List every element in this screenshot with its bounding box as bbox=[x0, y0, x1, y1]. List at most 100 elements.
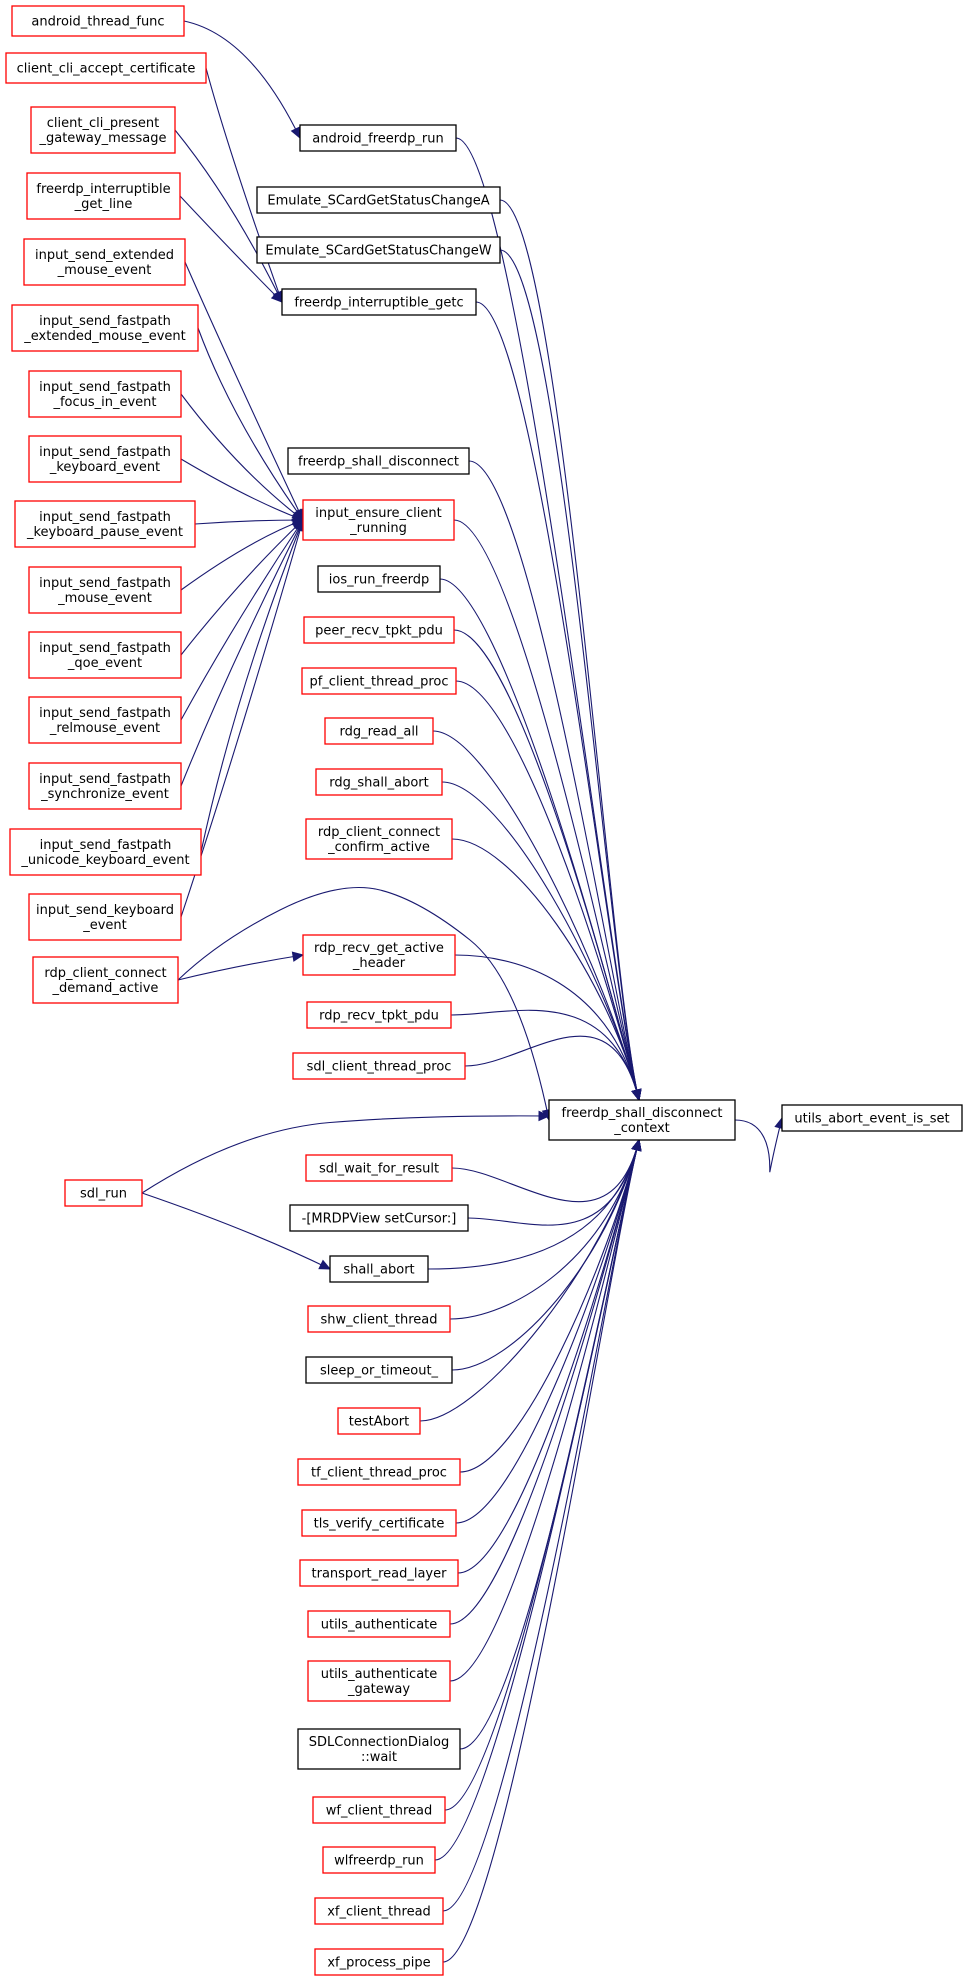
node-sdlconnectiondialog-wait[interactable]: SDLConnectionDialog::wait bbox=[297, 1728, 461, 1770]
node-box bbox=[305, 1154, 453, 1182]
node-label-line: _keyboard_pause_event bbox=[26, 525, 183, 540]
node-label-line: Emulate_SCardGetStatusChangeA bbox=[267, 194, 489, 209]
edges-layer bbox=[141, 20, 785, 1963]
node-label-line: tls_verify_certificate bbox=[314, 1517, 445, 1532]
node-emulate-scardgetstatuschangea[interactable]: Emulate_SCardGetStatusChangeA bbox=[256, 186, 501, 214]
node-utils-abort-event-is-set[interactable]: utils_abort_event_is_set bbox=[781, 1104, 963, 1132]
edge-arrowhead bbox=[290, 126, 301, 140]
node-input-send-fastpath-qoe-event[interactable]: input_send_fastpath_qoe_event bbox=[28, 631, 182, 679]
node-peer-recv-tpkt-pdu[interactable]: peer_recv_tpkt_pdu bbox=[303, 616, 455, 644]
node-freerdp-shall-disconnect[interactable]: freerdp_shall_disconnect bbox=[287, 447, 470, 475]
node-label-line: wlfreerdp_run bbox=[334, 1854, 424, 1869]
node-label-line: rdg_read_all bbox=[339, 725, 418, 740]
node-emulate-scardgetstatuschangew[interactable]: Emulate_SCardGetStatusChangeW bbox=[256, 236, 501, 264]
node-shall-abort[interactable]: shall_abort bbox=[329, 1255, 429, 1283]
node-rdp-recv-tpkt-pdu[interactable]: rdp_recv_tpkt_pdu bbox=[306, 1001, 452, 1029]
node-ios-run-freerdp[interactable]: ios_run_freerdp bbox=[317, 565, 441, 593]
node-utils-authenticate[interactable]: utils_authenticate bbox=[307, 1610, 451, 1638]
node-box bbox=[322, 1846, 436, 1874]
node-input-send-fastpath-extended-mouse-event[interactable]: input_send_fastpath_extended_mouse_event bbox=[11, 304, 199, 352]
node-label-line: shw_client_thread bbox=[321, 1313, 438, 1328]
node-label-line: input_send_fastpath bbox=[39, 445, 171, 460]
edge-n8-to-m6 bbox=[180, 458, 305, 522]
node-input-send-keyboard-event[interactable]: input_send_keyboard_event bbox=[28, 893, 182, 941]
node-tf-client-thread-proc[interactable]: tf_client_thread_proc bbox=[297, 1458, 461, 1486]
edge-line bbox=[180, 519, 304, 787]
node-box bbox=[301, 1509, 457, 1537]
node-label-line: rdp_client_connect bbox=[44, 966, 166, 981]
node-sleep-or-timeout[interactable]: sleep_or_timeout_ bbox=[305, 1356, 453, 1384]
node-box bbox=[28, 762, 182, 810]
node-input-send-extended-mouse-event[interactable]: input_send_extended_mouse_event bbox=[23, 238, 186, 286]
node-freerdp-interruptible-get-line[interactable]: freerdp_interruptible_get_line bbox=[26, 172, 181, 220]
node-rdg-shall-abort[interactable]: rdg_shall_abort bbox=[315, 768, 443, 796]
node-sdl-client-thread-proc[interactable]: sdl_client_thread_proc bbox=[292, 1052, 466, 1080]
node-input-send-fastpath-keyboard-event[interactable]: input_send_fastpath_keyboard_event bbox=[28, 435, 182, 483]
node-input-send-fastpath-focus-in-event[interactable]: input_send_fastpath_focus_in_event bbox=[28, 370, 182, 418]
node-rdg-read-all[interactable]: rdg_read_all bbox=[324, 717, 434, 745]
node-label-line: _extended_mouse_event bbox=[23, 329, 185, 344]
edge-m31-to-c bbox=[442, 1138, 642, 1963]
node-input-send-fastpath-keyboard-pause-event[interactable]: input_send_fastpath_keyboard_pause_event bbox=[14, 500, 196, 548]
node-box bbox=[11, 5, 185, 37]
node-client-cli-present-gateway-message[interactable]: client_cli_present_gateway_message bbox=[30, 106, 176, 154]
node-android-thread-func[interactable]: android_thread_func bbox=[11, 5, 185, 37]
node-rdp-client-connect-demand-active[interactable]: rdp_client_connect_demand_active bbox=[32, 956, 179, 1004]
node-android-freerdp-run[interactable]: android_freerdp_run bbox=[299, 124, 457, 152]
edge-c-to-t bbox=[734, 1116, 785, 1173]
node-box bbox=[307, 1660, 451, 1702]
node-client-cli-accept-certificate[interactable]: client_cli_accept_certificate bbox=[5, 52, 207, 84]
node-input-send-fastpath-synchronize-event[interactable]: input_send_fastpath_synchronize_event bbox=[28, 762, 182, 810]
node-label-line: _relmouse_event bbox=[49, 721, 160, 736]
node-rdp-recv-get-active-header[interactable]: rdp_recv_get_active_header bbox=[302, 934, 456, 976]
node-pf-client-thread-proc[interactable]: pf_client_thread_proc bbox=[301, 667, 457, 695]
node-label-line: client_cli_accept_certificate bbox=[17, 62, 196, 77]
node-label-line: ::wait bbox=[361, 1750, 397, 1765]
node-transport-read-layer[interactable]: transport_read_layer bbox=[299, 1559, 459, 1587]
node-box bbox=[299, 1559, 459, 1587]
node-testabort[interactable]: testAbort bbox=[337, 1407, 421, 1435]
node-wlfreerdp-run[interactable]: wlfreerdp_run bbox=[322, 1846, 436, 1874]
edge-line bbox=[434, 1139, 640, 1861]
node-freerdp-interruptible-getc[interactable]: freerdp_interruptible_getc bbox=[281, 288, 477, 316]
node-mrdpview-setcursor[interactable]: -[MRDPView setCursor:] bbox=[289, 1204, 469, 1232]
edge-m3-to-c bbox=[499, 249, 642, 1102]
node-wf-client-thread[interactable]: wf_client_thread bbox=[312, 1796, 446, 1824]
node-box bbox=[324, 717, 434, 745]
edge-m8-to-c bbox=[453, 629, 642, 1102]
node-input-send-fastpath-mouse-event[interactable]: input_send_fastpath_mouse_event bbox=[28, 566, 182, 614]
edge-arrowhead bbox=[631, 1088, 642, 1102]
node-label-line: rdp_recv_get_active bbox=[314, 941, 444, 956]
node-box bbox=[303, 616, 455, 644]
edge-line bbox=[453, 629, 640, 1101]
node-box bbox=[297, 1728, 461, 1770]
node-box bbox=[256, 186, 501, 214]
node-box bbox=[9, 828, 202, 876]
edge-line bbox=[455, 1139, 640, 1524]
edge-line bbox=[439, 578, 640, 1101]
node-box bbox=[301, 667, 457, 695]
edge-arrowhead bbox=[270, 290, 283, 303]
node-rdp-client-connect-confirm-active[interactable]: rdp_client_connect_confirm_active bbox=[305, 818, 453, 860]
node-label-line: _mouse_event bbox=[57, 591, 152, 606]
node-input-send-fastpath-unicode-keyboard-event[interactable]: input_send_fastpath_unicode_keyboard_eve… bbox=[9, 828, 202, 876]
node-label-line: sdl_run bbox=[80, 1187, 127, 1202]
edge-line bbox=[449, 1139, 640, 1682]
node-tls-verify-certificate[interactable]: tls_verify_certificate bbox=[301, 1509, 457, 1537]
node-input-send-fastpath-relmouse-event[interactable]: input_send_fastpath_relmouse_event bbox=[28, 696, 182, 744]
node-shw-client-thread[interactable]: shw_client_thread bbox=[307, 1305, 451, 1333]
node-label-line: input_send_fastpath bbox=[39, 576, 171, 591]
node-xf-client-thread[interactable]: xf_client_thread bbox=[314, 1897, 444, 1925]
node-input-ensure-client-running[interactable]: input_ensure_client_running bbox=[302, 499, 455, 541]
node-box bbox=[28, 696, 182, 744]
node-xf-process-pipe[interactable]: xf_process_pipe bbox=[314, 1948, 444, 1976]
node-sdl-wait-for-result[interactable]: sdl_wait_for_result bbox=[305, 1154, 453, 1182]
node-freerdp-shall-disconnect-context[interactable]: freerdp_shall_disconnect_context bbox=[548, 1099, 736, 1141]
node-label-line: input_send_keyboard bbox=[36, 903, 174, 918]
edge-line bbox=[141, 1192, 331, 1270]
node-box bbox=[289, 1204, 469, 1232]
node-sdl-run[interactable]: sdl_run bbox=[64, 1179, 143, 1207]
edge-line bbox=[734, 1117, 783, 1173]
edge-n16-to-m13 bbox=[177, 951, 305, 981]
node-utils-authenticate-gateway[interactable]: utils_authenticate_gateway bbox=[307, 1660, 451, 1702]
